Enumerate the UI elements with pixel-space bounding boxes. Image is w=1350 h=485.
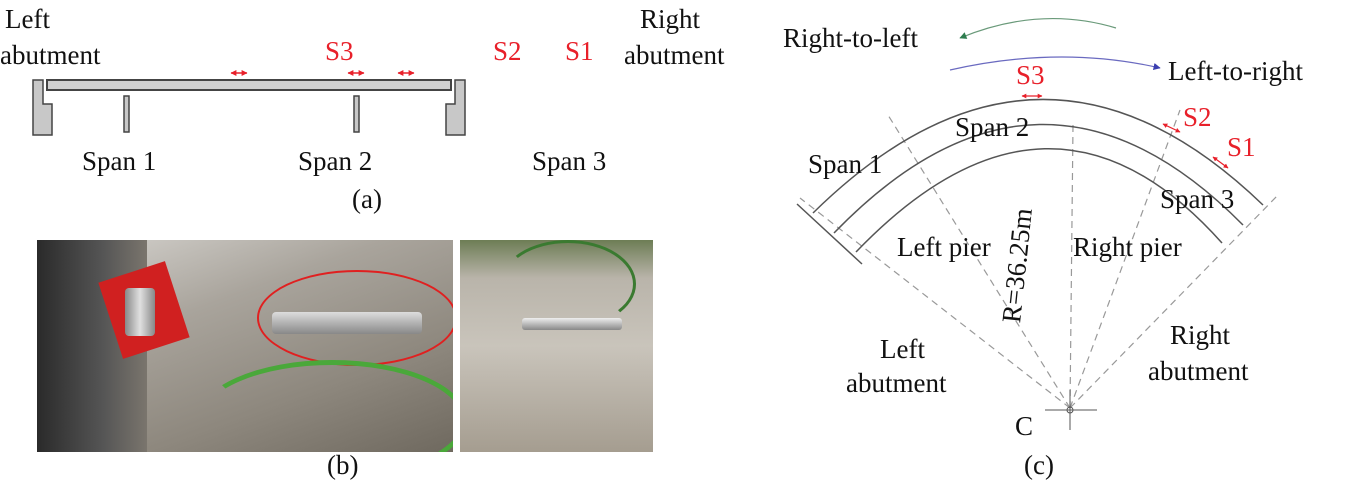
right-to-left-label: Right-to-left: [783, 23, 918, 53]
left-to-right-arrow: [949, 56, 1161, 71]
span-2-label: Span 2: [298, 146, 373, 176]
caption-c: (c): [1024, 450, 1054, 480]
center-point: [1066, 406, 1074, 414]
inner-deck-arc: [855, 148, 1223, 253]
center-label: C: [1015, 411, 1034, 441]
right-abutment-shape: [445, 79, 466, 136]
right-abutment-label-line2: abutment: [624, 40, 725, 70]
pier-2: [353, 95, 360, 133]
right-abutment-label-c1: Right: [1170, 320, 1231, 350]
sensor-photo-installed: [460, 240, 653, 452]
right-abutment-label-c2: abutment: [1148, 356, 1249, 386]
outer-deck-arc: [812, 98, 1264, 214]
left-abutment-edge: [796, 203, 863, 265]
left-abutment-label-c2: abutment: [846, 368, 947, 398]
green-cable: [500, 240, 636, 328]
radius-line: [1069, 124, 1074, 409]
sensor-s1-label-c: S1: [1227, 132, 1256, 162]
left-abutment-shape: [32, 79, 53, 136]
left-abutment-label-c1: Left: [880, 334, 925, 364]
left-abutment-label-line1: Left: [5, 4, 50, 34]
right-abutment-radial: [1069, 194, 1279, 409]
sensor-s1-arrow: [1212, 156, 1229, 169]
span-2-label-c: Span 2: [955, 112, 1030, 142]
sensor-s2-label-c: S2: [1183, 102, 1212, 132]
green-cable: [197, 360, 453, 452]
sensor-s1-label: S1: [565, 36, 594, 66]
left-abutment-radial: [799, 197, 1071, 409]
left-pier-label: Left pier: [897, 232, 991, 262]
accelerometer: [125, 288, 155, 336]
left-abutment-label-line2: abutment: [0, 40, 101, 70]
right-abutment-label-line1: Right: [640, 4, 701, 34]
sensor-s2-arrow: [1162, 123, 1181, 133]
span-3-label: Span 3: [532, 146, 607, 176]
pier-1: [123, 95, 130, 133]
sensor-s2-label: S2: [493, 36, 522, 66]
left-pier-radial: [887, 114, 1071, 409]
sensor-s3-label-c: S3: [1016, 60, 1045, 90]
sensor-photo-closeup: [37, 240, 453, 452]
right-pier-label: Right pier: [1073, 232, 1182, 262]
caption-a: (a): [352, 184, 382, 214]
bridge-deck: [46, 79, 452, 91]
right-to-left-arrow: [959, 17, 1117, 39]
left-to-right-label: Left-to-right: [1168, 56, 1303, 86]
caption-b: (b): [327, 450, 359, 480]
span-1-label: Span 1: [82, 146, 157, 176]
middle-deck-arc: [833, 123, 1244, 234]
span-3-label-c: Span 3: [1160, 184, 1235, 214]
sensor-s3-label: S3: [325, 36, 354, 66]
span-1-label-c: Span 1: [808, 149, 883, 179]
